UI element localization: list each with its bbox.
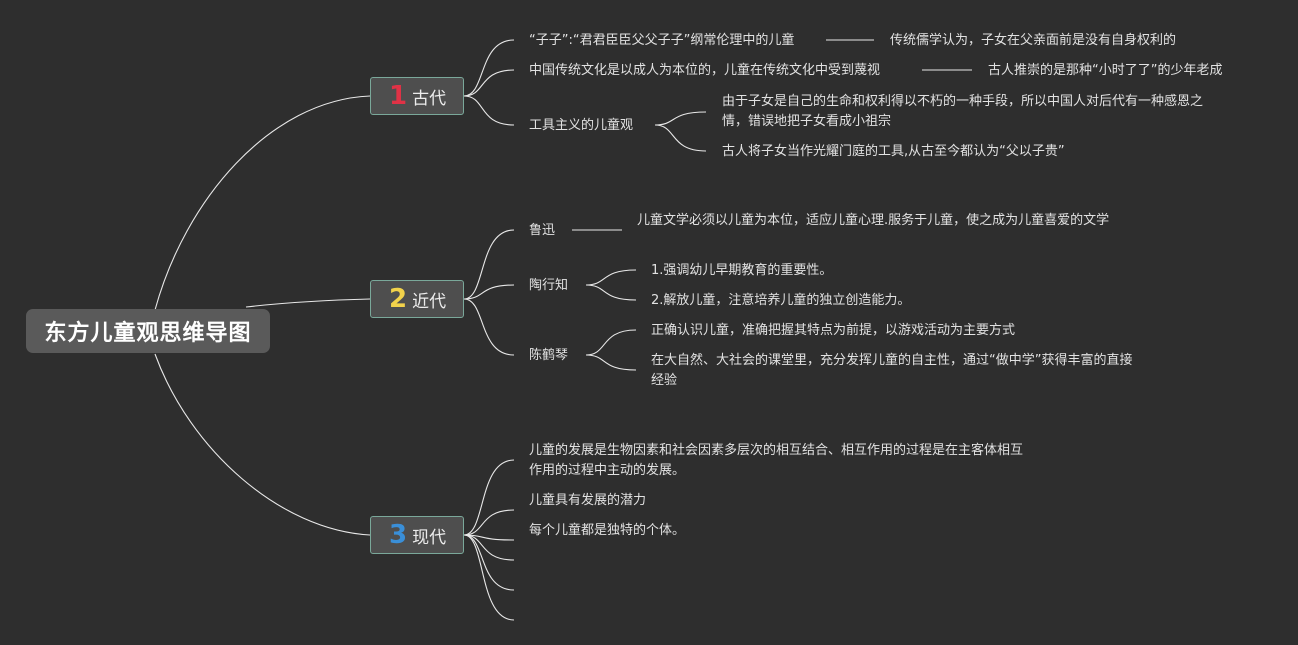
branch-label-contemporary: 现代	[412, 527, 447, 548]
connector-chen-sub-2	[585, 354, 637, 371]
connector-central-branch-2	[245, 298, 371, 308]
connector-b3-item-2	[463, 509, 515, 536]
topic-luxun-detail[interactable]: 儿童文学必须以儿童为本位，适应儿童心理.服务于儿童，使之成为儿童喜爱的文学	[637, 213, 1110, 228]
topic-chenheqin-sub-2[interactable]: 在大自然、大社会的课堂里，充分发挥儿童的自主性，通过“做中学”获得丰富的直接经验	[651, 353, 1133, 388]
connector-b3-item-4	[463, 534, 515, 561]
topic-zizi[interactable]: “子子”:“君君臣臣父父子子”纲常伦理中的儿童	[529, 33, 795, 48]
branch-ancient[interactable]: 1 古代	[370, 77, 464, 115]
topic-adult-centered-detail[interactable]: 古人推崇的是那种“小时了了”的少年老成	[988, 63, 1223, 78]
branch-modern-early[interactable]: 2 近代	[370, 280, 464, 318]
topic-unique-individual[interactable]: 每个儿童都是独特的个体。	[529, 523, 686, 538]
connector-b1-zizi	[463, 39, 515, 97]
branch-number-1: 1	[389, 81, 408, 111]
connector-b2-chen	[463, 298, 515, 356]
connector-tao-sub-1	[585, 269, 637, 286]
branch-label-modern-early: 近代	[412, 291, 447, 312]
connector-b1-tool	[463, 95, 515, 126]
connector-b3-item-5	[463, 534, 515, 591]
central-topic[interactable]: 东方儿童观思维导图	[26, 309, 270, 353]
central-topic-label: 东方儿童观思维导图	[44, 321, 252, 346]
connector-b2-luxun	[463, 229, 515, 300]
connector-chen-sub-1	[585, 329, 637, 356]
topic-zizi-detail[interactable]: 传统儒学认为，子女在父亲面前是没有自身权利的	[890, 33, 1177, 48]
topic-chenheqin[interactable]: 陈鹤琴	[529, 348, 569, 363]
topic-adult-centered[interactable]: 中国传统文化是以成人为本位的，儿童在传统文化中受到蔑视	[529, 63, 881, 78]
connector-central-branch-3	[154, 353, 371, 536]
branch-contemporary[interactable]: 3 现代	[370, 516, 464, 554]
branch-number-2: 2	[389, 284, 408, 314]
topic-potential[interactable]: 儿童具有发展的潜力	[529, 493, 647, 508]
connector-tool-sub-2	[654, 124, 707, 152]
topic-taoxingzhi[interactable]: 陶行知	[529, 278, 569, 293]
connector-b1-adult	[463, 69, 515, 97]
topic-chenheqin-sub-1[interactable]: 正确认识儿童，准确把握其特点为前提，以游戏活动为主要方式	[651, 323, 1016, 338]
connector-central-branch-1	[154, 95, 371, 311]
connector-b3-item-1	[463, 459, 515, 536]
topic-development[interactable]: 儿童的发展是生物因素和社会因素多层次的相互结合、相互作用的过程是在主客体相互作用…	[529, 443, 1024, 478]
topic-luxun[interactable]: 鲁迅	[529, 223, 556, 238]
branch-number-3: 3	[389, 520, 408, 550]
topic-instrumentalism-sub-1[interactable]: 由于子女是自己的生命和权利得以不朽的一种手段，所以中国人对后代有一种感恩之情，错…	[722, 94, 1204, 129]
connector-tao-sub-2	[585, 284, 637, 301]
topic-instrumentalism[interactable]: 工具主义的儿童观	[529, 118, 634, 133]
topic-instrumentalism-sub-2[interactable]: 古人将子女当作光耀门庭的工具,从古至今都认为“父以子贵”	[722, 144, 1065, 159]
connector-b2-tao	[463, 284, 515, 300]
connector-tool-sub-1	[654, 111, 707, 126]
topic-taoxingzhi-sub-1[interactable]: 1.强调幼儿早期教育的重要性。	[651, 263, 833, 278]
connector-b3-item-6	[463, 534, 515, 621]
branch-label-ancient: 古代	[412, 88, 447, 109]
topic-taoxingzhi-sub-2[interactable]: 2.解放儿童，注意培养儿童的独立创造能力。	[651, 293, 911, 308]
